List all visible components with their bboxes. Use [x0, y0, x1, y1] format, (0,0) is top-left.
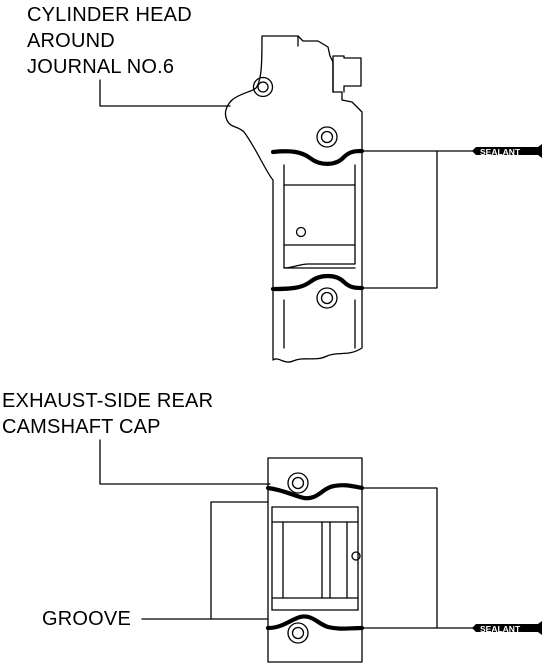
label-exhaust-cap-line-1: EXHAUST-SIDE REAR — [2, 390, 214, 412]
bracket-sealant-top — [361, 150, 438, 289]
bolt-hole — [316, 126, 338, 148]
oil-hole — [295, 226, 307, 238]
camshaft-cap-part — [267, 457, 363, 663]
sealant-groove-top-lower — [270, 273, 365, 292]
sealant-tube-icon: SEALANT — [472, 144, 542, 158]
sealant-tube-icon: SEALANT — [472, 621, 542, 635]
label-cylinder-head-line-2: AROUND — [27, 30, 115, 52]
sealant-groove-top-upper — [270, 148, 365, 166]
cylinder-head-outline — [224, 35, 363, 363]
sealant-tag-label-top: SEALANT — [480, 147, 521, 157]
cylinder-head-boss — [332, 55, 362, 93]
sealant-tag-label-bottom: SEALANT — [480, 624, 521, 634]
leader-groove — [141, 501, 269, 620]
bolt-hole — [287, 622, 309, 644]
bolt-hole — [287, 472, 309, 494]
oil-hole — [351, 551, 361, 561]
sealant-groove-bottom-lower — [265, 614, 365, 631]
leader-cylinder-head — [99, 79, 231, 107]
bolt-hole — [316, 287, 338, 309]
label-cylinder-head-line-3: JOURNAL NO.6 — [27, 56, 175, 78]
label-groove: GROOVE — [42, 608, 131, 630]
cylinder-head-part — [224, 35, 363, 363]
sealant-groove-bottom-upper — [265, 483, 365, 501]
label-exhaust-cap-line-2: CAMSHAFT CAP — [2, 416, 161, 438]
camshaft-cap-outline — [267, 457, 363, 663]
bolt-hole — [252, 76, 274, 98]
label-cylinder-head-line-1: CYLINDER HEAD — [27, 4, 192, 26]
bracket-sealant-bottom — [361, 487, 438, 629]
leader-camshaft-cap — [99, 439, 271, 485]
